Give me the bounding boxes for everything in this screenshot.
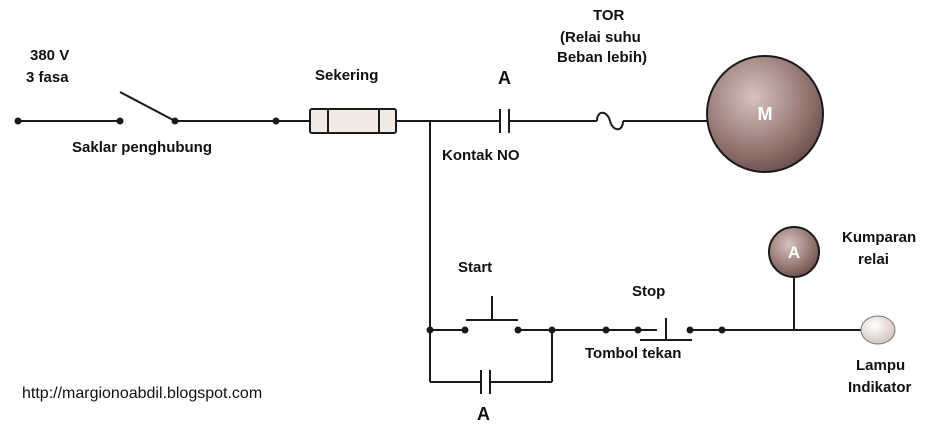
contact-no-bottom <box>480 370 491 394</box>
coil-label-line1: Kumparan <box>842 229 916 246</box>
relay-coil <box>768 226 820 278</box>
supply-voltage-label: 380 V <box>30 47 69 64</box>
disconnect-switch <box>119 91 176 122</box>
motor <box>706 55 824 173</box>
tor-desc-line2: Beban lebih) <box>557 49 647 66</box>
supply-phase-label: 3 fasa <box>26 69 69 86</box>
contact-bottom-letter: A <box>477 404 490 424</box>
indicator-lamp <box>860 315 896 345</box>
pushbutton-label: Tombol tekan <box>585 345 681 362</box>
thermal-overload-relay <box>596 111 624 131</box>
control-branch <box>426 121 896 394</box>
coil-letter: A <box>788 243 800 262</box>
start-label: Start <box>458 259 492 276</box>
contact-no-top <box>499 109 510 133</box>
fuse <box>309 108 397 134</box>
lamp-label-line2: Indikator <box>848 379 912 396</box>
main-line <box>14 55 824 173</box>
motor-label: M <box>758 104 773 124</box>
stop-button-symbol <box>640 318 692 341</box>
source-url: http://margionoabdil.blogspot.com <box>22 385 262 402</box>
contact-top-letter: A <box>498 68 511 88</box>
switch-label: Saklar penghubung <box>72 139 212 156</box>
fuse-label: Sekering <box>315 67 378 84</box>
coil-label-line2: relai <box>858 251 889 268</box>
contact-top-label: Kontak NO <box>442 147 520 164</box>
tor-title: TOR <box>593 7 625 24</box>
stop-label: Stop <box>632 283 665 300</box>
start-button-symbol <box>466 296 518 321</box>
lamp-label-line1: Lampu <box>856 357 905 374</box>
tor-desc-line1: (Relai suhu <box>560 29 641 46</box>
